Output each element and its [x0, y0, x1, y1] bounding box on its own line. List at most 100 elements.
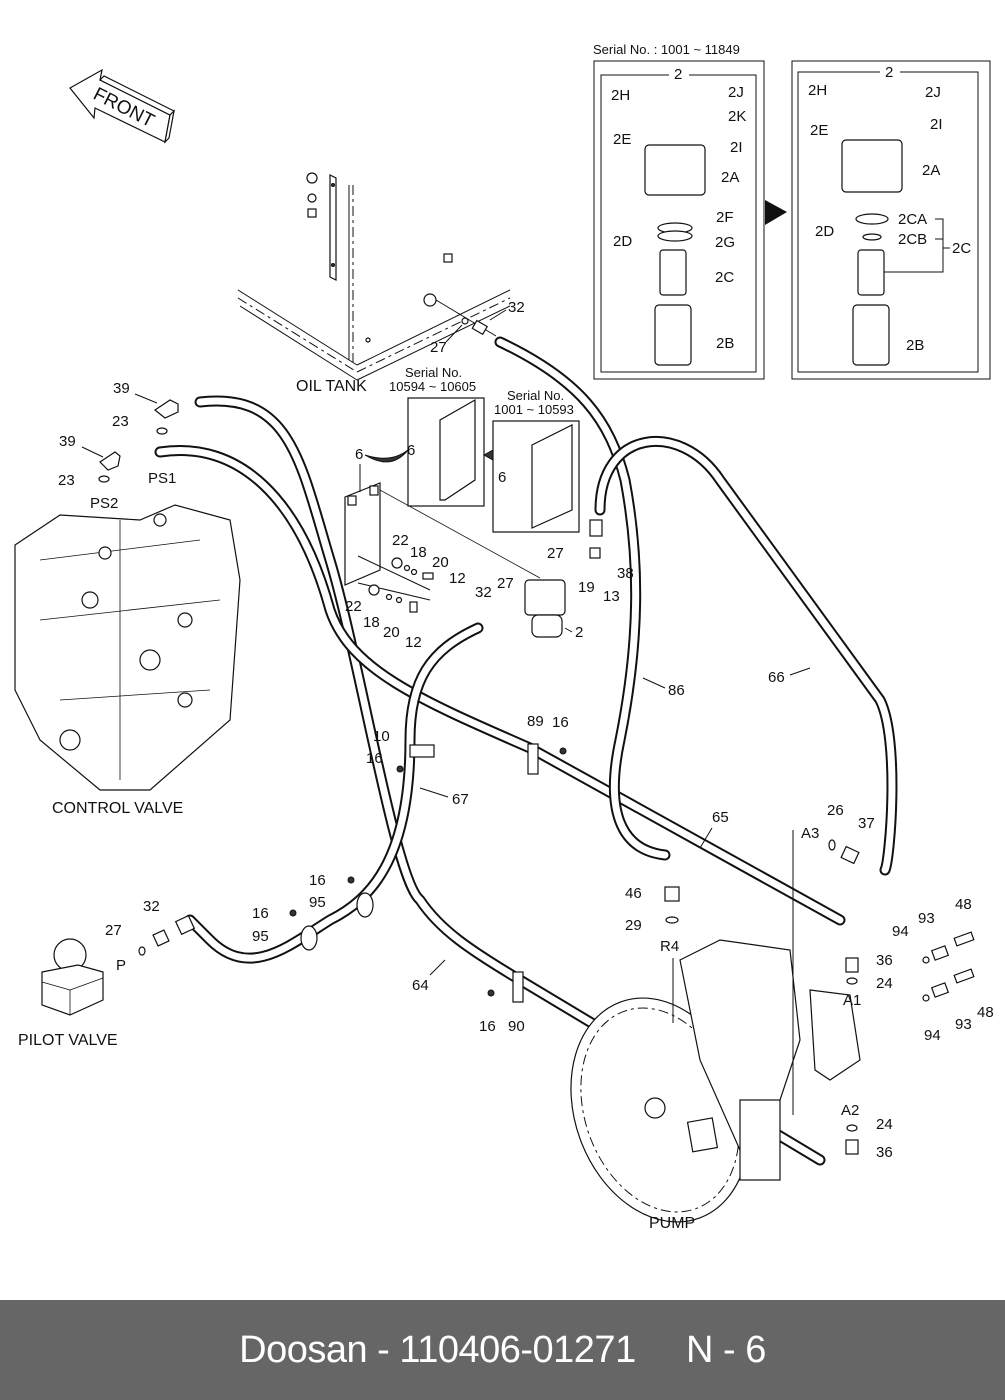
oil-tank-caption: OIL TANK — [296, 378, 367, 395]
control-valve: 39 23 39 23 PS1 PS2 CONTROL VALVE — [14, 380, 241, 817]
footer-page: N - 6 — [686, 1328, 766, 1371]
hose-65-label: 65 — [712, 809, 729, 826]
new-assembly-label: 2 — [885, 64, 893, 81]
hose-64-label: 64 — [412, 977, 429, 994]
pilot-valve: PILOT VALVE P 27 32 16 95 16 95 — [18, 872, 374, 1049]
port-ps1-label: PS1 — [148, 470, 176, 487]
new-2h-label: 2H — [808, 82, 827, 99]
clamp-90-bolt-label: 16 — [479, 1018, 496, 1035]
hose-66-label: 66 — [768, 669, 785, 686]
filter-2-label: 2 — [575, 624, 583, 641]
clamp-89-bolt-label: 16 — [552, 714, 569, 731]
clamp-89-label: 89 — [527, 713, 544, 730]
bolt-12b-label: 12 — [405, 634, 422, 651]
seal-27-in-label: 27 — [497, 575, 514, 592]
screw-13-label: 13 — [603, 588, 620, 605]
adapter-36b-label: 36 — [876, 1144, 893, 1161]
bracket-variant-2: Serial No. 1001 ~ 10593 6 — [482, 388, 580, 533]
washer-19-label: 19 — [578, 579, 595, 596]
hose-lines: 86 66 67 65 64 — [154, 336, 898, 1166]
adapter-46-label: 46 — [625, 885, 642, 902]
pilot-valve-caption: PILOT VALVE — [18, 1032, 118, 1049]
old-2a-label: 2A — [721, 169, 739, 186]
bolt-12a-label: 12 — [449, 570, 466, 587]
oring-23a-label: 23 — [112, 413, 129, 430]
bolt-16b-label: 16 — [252, 905, 269, 922]
old-2f-label: 2F — [716, 209, 734, 226]
seal-94a-label: 94 — [892, 923, 909, 940]
clamp-10-label: 10 — [373, 728, 390, 745]
variant-1-serial-title: Serial No. — [405, 365, 462, 380]
detail-panel-new: 2 2H 2J 2E 2I 2A 2D 2CA 2CB 2C 2B — [791, 60, 991, 380]
filter-mount: 6 22 18 20 12 22 18 20 12 2 32 27 27 38 … — [344, 446, 634, 651]
adapter-37-label: 37 — [858, 815, 875, 832]
adapter-93a-label: 93 — [918, 910, 935, 927]
new-2cb-label: 2CB — [898, 231, 927, 248]
bracket-6-label: 6 — [355, 446, 363, 463]
callout-32: 32 — [508, 299, 525, 316]
plug-48a-label: 48 — [955, 896, 972, 913]
port-a3-label: A3 — [801, 825, 819, 842]
seal-94b-label: 94 — [924, 1027, 941, 1044]
port-a2-label: A2 — [841, 1102, 859, 1119]
oring-24a-label: 24 — [876, 975, 893, 992]
oring-29-label: 29 — [625, 917, 642, 934]
new-2j-label: 2J — [925, 84, 941, 101]
footer-separator: - — [367, 1328, 400, 1371]
adapter-32-label: 32 — [475, 584, 492, 601]
old-2h-label: 2H — [611, 87, 630, 104]
variant-1-part-label: 6 — [407, 442, 415, 459]
hose-67-label: 67 — [452, 791, 469, 808]
pump-caption: PUMP — [649, 1215, 695, 1232]
detail-serial-label: Serial No. : 1001 ~ 11849 — [593, 42, 740, 57]
new-2i-label: 2I — [930, 116, 943, 133]
bolt-16a-label: 16 — [309, 872, 326, 889]
bolt-22b-label: 22 — [345, 598, 362, 615]
seal-27-label: 27 — [105, 922, 122, 939]
footer-part-number: 110406-01271 — [399, 1328, 636, 1371]
old-2k-label: 2K — [728, 108, 746, 125]
bolt-22a-label: 22 — [392, 532, 409, 549]
pump: PUMP R4 46 29 A3 26 37 36 24 A1 A2 24 36… — [570, 802, 994, 1232]
new-2a-label: 2A — [922, 162, 940, 179]
seal-27-out-label: 27 — [547, 545, 564, 562]
clamp-95b-label: 95 — [252, 928, 269, 945]
arrow-right-icon — [765, 200, 787, 225]
old-2g-label: 2G — [715, 234, 735, 251]
washer-18a-label: 18 — [410, 544, 427, 561]
old-2i-label: 2I — [730, 139, 743, 156]
clamp-10-bolt-label: 16 — [366, 750, 383, 767]
variant-2-serial-title: Serial No. — [507, 388, 564, 403]
footer-brand: Doosan — [239, 1328, 368, 1371]
oring-26-label: 26 — [827, 802, 844, 819]
hose-86-label: 86 — [668, 682, 685, 699]
adapter-93b-label: 93 — [955, 1016, 972, 1033]
adapter-32-label: 32 — [143, 898, 160, 915]
new-2e-label: 2E — [810, 122, 828, 139]
hydraulic-parts-diagram: FRONT OIL TANK 27 32 — [14, 42, 994, 1232]
front-arrow-icon: FRONT — [69, 68, 176, 144]
oring-23b-label: 23 — [58, 472, 75, 489]
bracket-variant-1: Serial No. 10594 ~ 10605 6 — [364, 365, 485, 507]
clamp-90-label: 90 — [508, 1018, 525, 1035]
port-a1-label: A1 — [843, 992, 861, 1009]
control-valve-caption: CONTROL VALVE — [52, 800, 183, 817]
variant-1-serial-range: 10594 ~ 10605 — [389, 379, 476, 394]
washer-20b-label: 20 — [383, 624, 400, 641]
variant-2-part-label: 6 — [498, 469, 506, 486]
adapter-36a-label: 36 — [876, 952, 893, 969]
oil-tank: OIL TANK 27 32 — [237, 172, 525, 395]
old-2j-label: 2J — [728, 84, 744, 101]
old-assembly-label: 2 — [674, 66, 682, 83]
elbow-39a-label: 39 — [113, 380, 130, 397]
oring-24b-label: 24 — [876, 1116, 893, 1133]
clamp-95a-label: 95 — [309, 894, 326, 911]
new-2ca-label: 2CA — [898, 211, 927, 228]
port-ps2-label: PS2 — [90, 495, 118, 512]
elbow-38-label: 38 — [617, 565, 634, 582]
new-2d-label: 2D — [815, 223, 834, 240]
detail-panel-old: 2 2H 2J 2K 2E 2I 2A 2D 2F 2G 2C 2B — [593, 60, 765, 380]
old-2d-label: 2D — [613, 233, 632, 250]
new-2c-label: 2C — [952, 240, 971, 257]
callout-27: 27 — [430, 339, 447, 356]
